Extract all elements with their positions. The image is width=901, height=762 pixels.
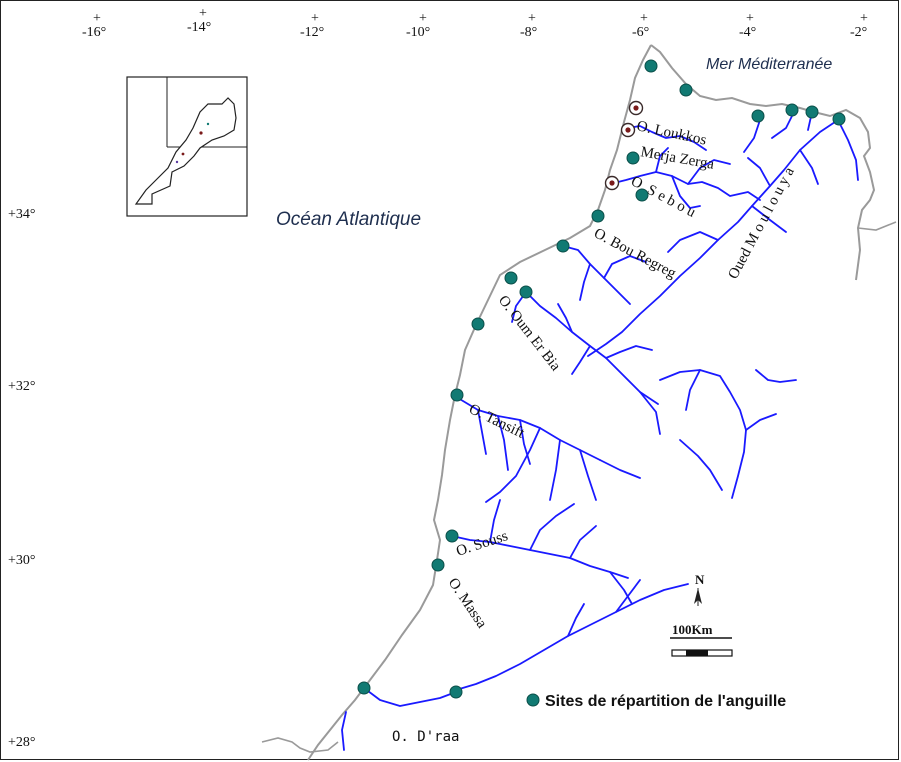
svg-text:+: + [528,11,536,26]
svg-text:+: + [93,11,101,26]
eel-site [679,83,693,97]
river-bou-regreg [562,245,631,305]
north-arrow: N [694,572,705,606]
lon-label-6: -6° [632,25,649,40]
lon-label-8: -8° [520,25,537,40]
eel-site [805,105,819,119]
eel-site [626,151,640,165]
lon-label-14: -14° [187,20,211,35]
river-label-oum-er-bia: O. Oum Er Bia [495,293,564,375]
eel-site [556,239,570,253]
eel-site [471,317,485,331]
river-label-tensift: O. Tansift [466,401,527,442]
eel-site [832,112,846,126]
lon-label-2: -2° [850,25,867,40]
scale-bar: 100Km [670,622,733,657]
lat-label-32: +32° [8,379,36,394]
lon-label-4: -4° [739,25,756,40]
river-label-bou-regreg: O. Bou Regreg [591,225,679,282]
legend-label: Sites de répartition de l'anguille [545,693,786,710]
lat-label-28: +28° [8,735,36,750]
river-loukkos [627,125,707,151]
lon-label-16: -16° [82,25,106,40]
river-network [341,111,859,751]
special-site [628,100,644,116]
river-draa [363,687,457,707]
eel-site [504,271,518,285]
eel-site [357,681,371,695]
eel-site [644,59,658,73]
mediterranean-sea-label: Mer Méditerranée [706,56,832,73]
river-label-massa: O. Massa [445,575,490,631]
eel-site [431,558,445,572]
svg-text:+: + [860,11,868,26]
eel-sites [357,59,846,699]
inset-locator-map [126,76,248,217]
svg-text:+: + [199,6,207,21]
svg-text:N: N [695,572,705,587]
eel-site [751,109,765,123]
eel-site [445,529,459,543]
river-souss [451,535,629,579]
eel-site [591,209,605,223]
river-massa [455,583,689,691]
river-tensift [457,397,601,461]
eel-site [450,388,464,402]
legend: Sites de répartition de l'anguille [526,693,786,710]
lon-label-12: -12° [300,25,324,40]
latitude-graticule: +34° +32° +30° +28° [8,207,36,750]
river-label-souss: O. Souss [454,528,510,560]
lon-label-10: -10° [406,25,430,40]
svg-text:+: + [419,11,427,26]
eel-site [449,685,463,699]
svg-text:+: + [640,11,648,26]
eel-site [785,103,799,117]
svg-text:+: + [746,11,754,26]
longitude-graticule: + -16° + -14° + -12° + -10° + -8° + -6° … [82,6,868,40]
lat-label-30: +30° [8,553,36,568]
coastline [261,44,897,761]
eel-site [635,188,649,202]
eel-site [519,285,533,299]
legend-site-icon [526,693,540,707]
special-site [604,175,620,191]
scale-bar-label: 100Km [672,622,713,637]
river-label-draa: O. D'raa [392,729,459,745]
svg-text:+: + [311,11,319,26]
special-site [620,122,636,138]
lat-label-34: +34° [8,207,36,222]
atlantic-ocean-label: Océan Atlantique [276,209,421,230]
